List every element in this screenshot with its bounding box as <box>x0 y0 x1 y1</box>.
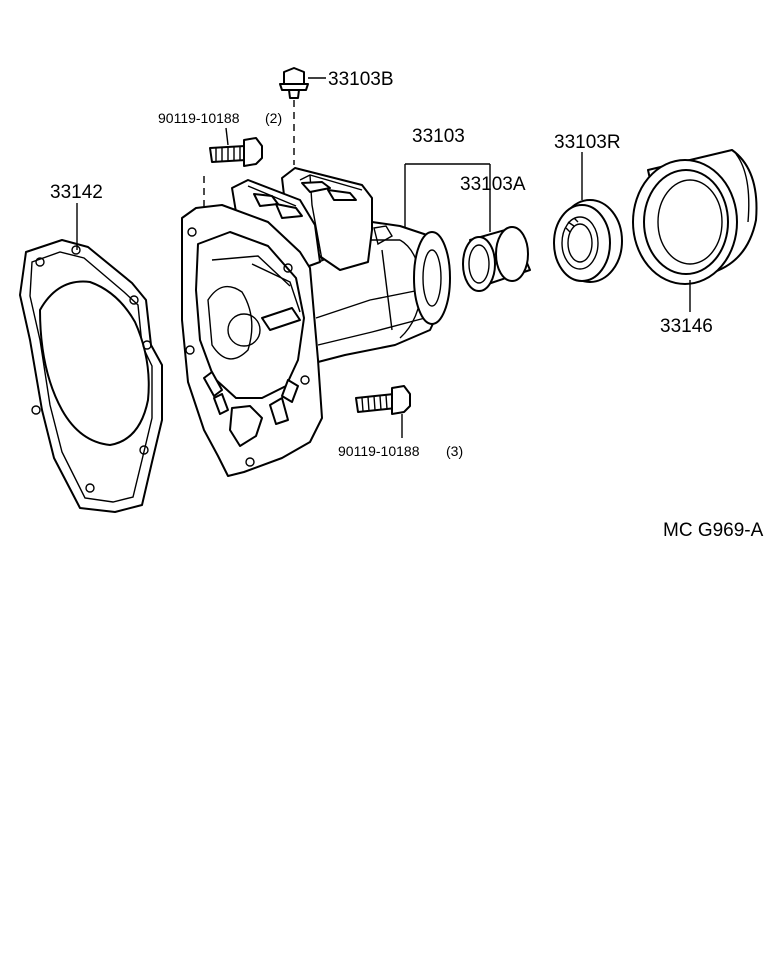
label-bolt-bottom-qty: (3) <box>446 443 463 459</box>
label-gasket-33142: 33142 <box>50 182 103 203</box>
label-bolt-top: 90119-10188 <box>158 110 240 126</box>
leader-lines <box>76 77 691 438</box>
transfer-housing-33103 <box>181 167 451 477</box>
label-plug-33103b: 33103B <box>328 69 394 90</box>
label-bolt-bottom: 90119-10188 <box>338 443 420 459</box>
dust-cover-33146 <box>632 149 758 285</box>
label-bushing-33103a: 33103A <box>460 174 526 195</box>
bolt-bottom-90119-10188 <box>355 385 411 415</box>
label-cover-33146: 33146 <box>660 316 713 337</box>
plug-33103b <box>279 67 309 165</box>
bolt-top-90119-10188 <box>203 137 263 212</box>
label-housing-33103: 33103 <box>412 126 465 147</box>
bushing-33103a <box>462 226 531 292</box>
gasket-33142 <box>19 239 163 513</box>
figure-code: MC G969-A <box>663 520 764 541</box>
label-seal-33103r: 33103R <box>554 132 621 153</box>
oil-seal-33103r <box>553 199 623 283</box>
label-bolt-top-qty: (2) <box>265 110 282 126</box>
